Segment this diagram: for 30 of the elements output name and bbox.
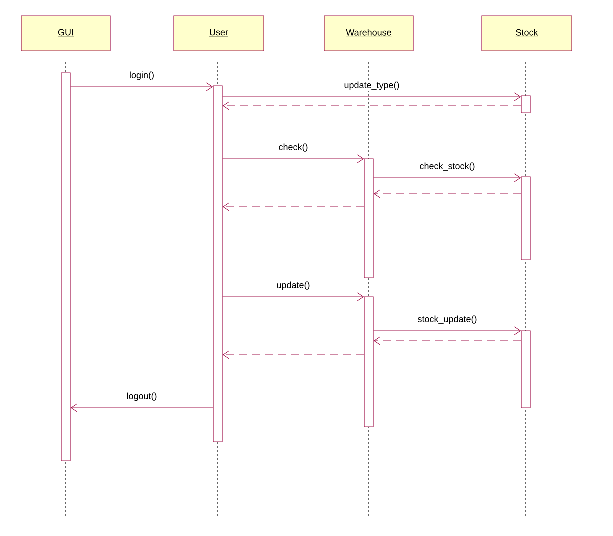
message-arrow: [374, 336, 522, 346]
object-box: GUI: [21, 16, 111, 52]
message-arrow: [222, 350, 364, 360]
message-label: login(): [128, 70, 156, 82]
activation-bar: [61, 72, 71, 462]
message-arrow: [70, 82, 214, 92]
message-arrow: [374, 326, 522, 336]
message-label: logout(): [126, 392, 158, 402]
message-label: check(): [278, 142, 310, 154]
message-arrow: [222, 292, 364, 302]
message-label: update_type(): [343, 80, 401, 92]
message-arrow: [222, 154, 364, 164]
object-box: Warehouse: [324, 16, 414, 52]
message-arrow: [222, 102, 522, 110]
activation-bar: [364, 158, 374, 278]
message-arrow: [222, 92, 522, 102]
message-label: check_stock(): [418, 162, 476, 172]
message-label: update(): [276, 280, 312, 292]
object-box: Stock: [482, 16, 572, 52]
object-box: User: [174, 16, 264, 52]
activation-bar: [521, 96, 531, 114]
message-arrow: [374, 174, 522, 182]
message-label: stock_update(): [416, 314, 478, 326]
message-arrow: [374, 190, 522, 198]
message-arrow: [70, 404, 214, 412]
message-arrow: [222, 202, 364, 212]
activation-bar: [364, 296, 374, 428]
activation-bar: [521, 330, 531, 408]
activation-bar: [521, 176, 531, 260]
activation-bar: [213, 86, 223, 442]
